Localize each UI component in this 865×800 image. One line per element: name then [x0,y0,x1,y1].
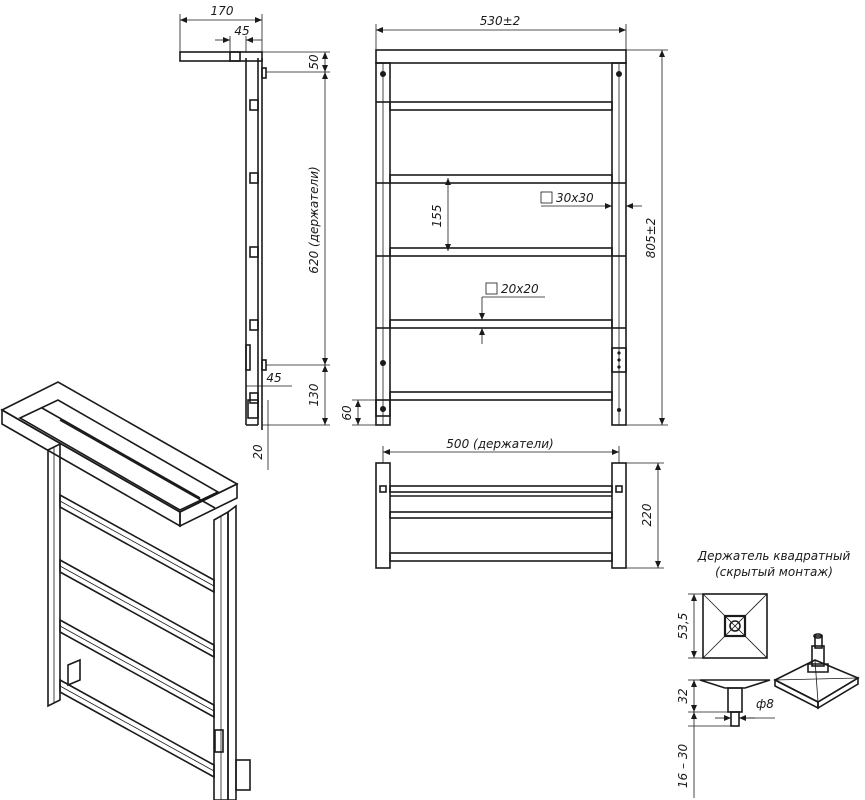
flange-plate [702,593,768,659]
top-shelf [375,49,627,64]
dim-foot: 20 [251,444,265,460]
detail-title-line1: Держатель квадратный [697,549,851,563]
control-box [611,347,627,373]
detail-title-line2: (скрытый монтаж) [715,565,833,579]
dim-pin-diameter: ф8 [756,697,774,711]
dim-height: 805±2 [644,218,658,259]
dim-bottom-height: 60 [340,405,354,421]
side-view: 170 45 50 620 (держатели) 45 130 20 [179,4,330,470]
dim-width: 530±2 [480,14,521,28]
top-view: 500 (держатели) 220 [375,437,664,569]
dim-holder-span: 620 (держатели) [307,166,321,273]
dim-wall-depth: 16 – 30 [676,744,690,789]
label-rail-profile: 20x20 [501,282,539,296]
isometric-view [0,381,251,800]
dim-top-holder-span: 500 (держатели) [446,437,553,451]
holder-detail: Держатель квадратный (скрытый монтаж) 53… [676,549,860,798]
dim-bottom-gap: 130 [307,383,321,406]
dim-flange: 53,5 [676,613,690,640]
square-symbol-icon [540,191,553,204]
dim-overall-depth: 170 [211,4,234,18]
dim-holder-height: 32 [676,688,690,703]
bottom-holder [261,359,267,371]
dim-depth: 220 [640,503,654,526]
square-symbol-icon [485,282,498,295]
rails [389,101,613,401]
top-shelf-arm [179,51,263,62]
left-post-top [375,462,391,569]
label-frame-profile: 30x30 [556,191,594,205]
dim-bottom-offset: 45 [266,371,281,385]
front-view: 530±2 805±2 155 30x30 20x20 60 [340,14,668,426]
top-holder [261,67,267,79]
top-shelf-end [229,51,241,62]
dim-top-offset: 45 [234,24,249,38]
dim-rail-pitch: 155 [430,205,444,228]
dim-top-gap: 50 [307,54,321,70]
right-post-top [611,462,627,569]
